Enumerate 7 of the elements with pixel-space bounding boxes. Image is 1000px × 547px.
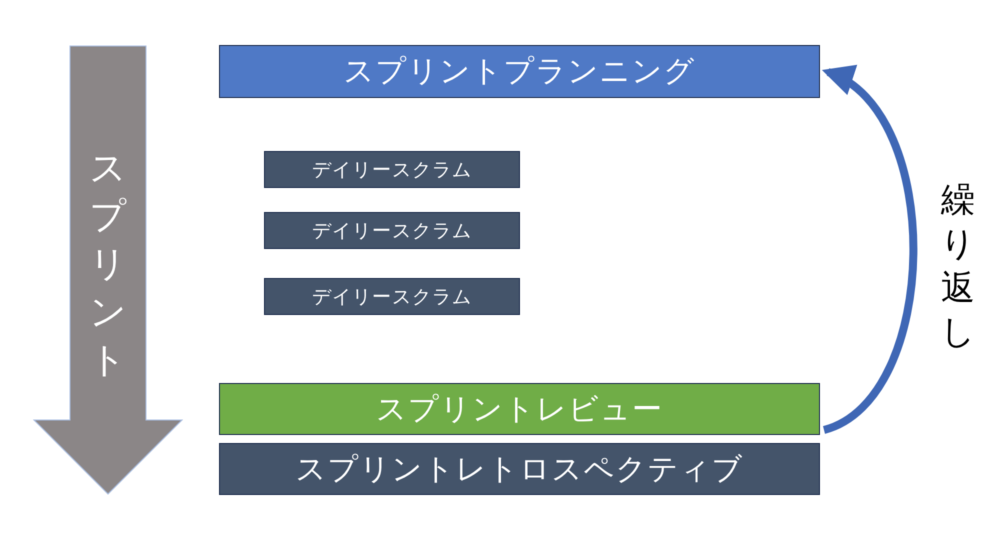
- process-bar: スプリントレトロスペクティブ: [219, 443, 820, 495]
- event-box: デイリースクラム: [264, 151, 520, 188]
- event-box: デイリースクラム: [264, 212, 520, 249]
- process-bar: スプリントレビュー: [219, 383, 820, 435]
- arrow-label: スプリント: [88, 147, 128, 383]
- event-box: デイリースクラム: [264, 278, 520, 315]
- process-bar: スプリントプランニング: [219, 45, 820, 98]
